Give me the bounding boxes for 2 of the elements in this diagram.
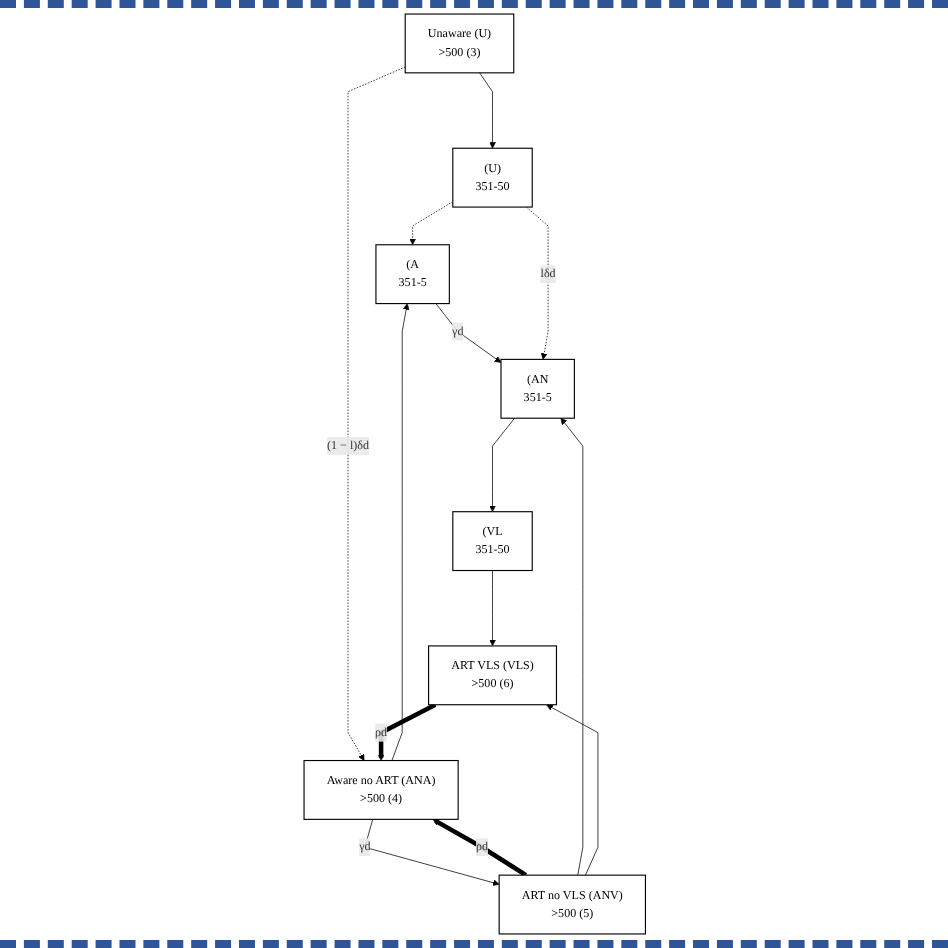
arrow xyxy=(431,818,527,878)
arrow xyxy=(377,702,436,761)
